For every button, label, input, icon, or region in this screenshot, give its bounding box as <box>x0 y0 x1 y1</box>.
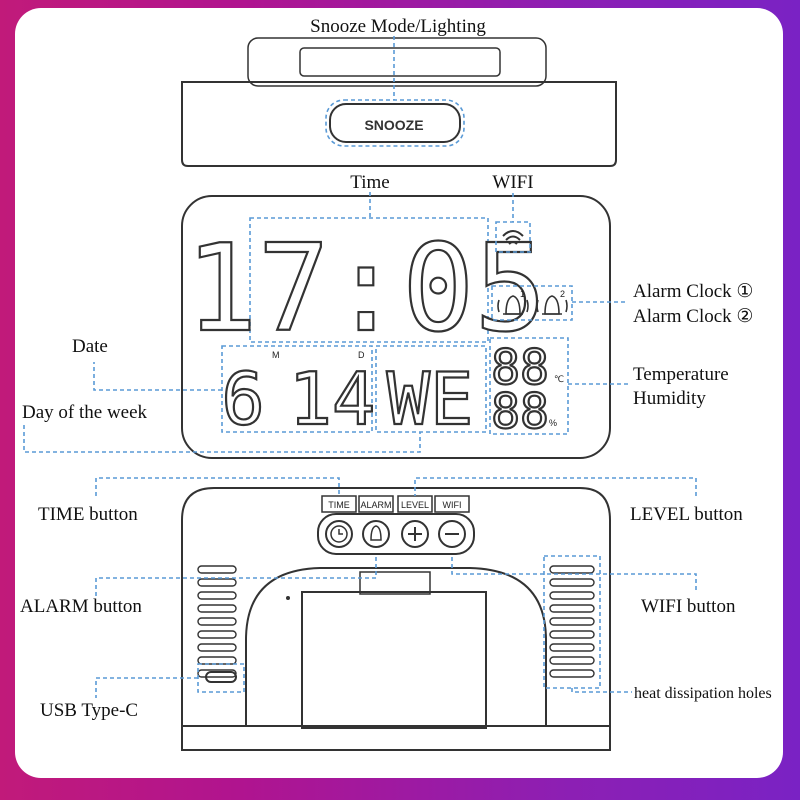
vent-slot <box>197 630 237 639</box>
display-frame <box>181 195 611 459</box>
vent-slot <box>549 669 595 678</box>
vent-slot <box>197 591 237 600</box>
wifi-minus-button[interactable] <box>438 520 466 548</box>
wifi-button-label-box <box>434 495 470 513</box>
wifi-label: WIFI <box>492 172 533 193</box>
alarm-bell-icon-2 <box>536 295 568 315</box>
temperature-unit: ℃ <box>554 374 564 384</box>
top-view: SNOOZE Snooze Mode/Lighting <box>181 16 617 167</box>
time-button-callout <box>95 477 340 496</box>
time-button-label-box <box>321 495 357 513</box>
alarm-callout-box <box>491 285 573 321</box>
alarm-2-index: 2 <box>560 289 565 299</box>
display-view: 17:05 Time WIFI 1 2 Alarm Clock ① <box>22 172 753 459</box>
bell-icon <box>370 525 382 541</box>
right-vent-holes <box>549 565 595 678</box>
vent-slot <box>197 617 237 626</box>
vent-slot <box>549 643 595 652</box>
vent-slot <box>549 565 595 574</box>
wifi-icon <box>502 230 524 245</box>
vent-callout <box>571 688 632 693</box>
vent-slot <box>197 643 237 652</box>
temp-humidity-callout-box <box>489 337 569 435</box>
weekday-callout-line <box>23 425 421 453</box>
date-label: Date <box>72 336 108 357</box>
top-lamp-inner <box>299 47 501 77</box>
alarm-bell-icon-1 <box>497 295 529 315</box>
day-marker: D <box>358 350 365 360</box>
alarm-clock-1-label: Alarm Clock ① <box>633 281 753 302</box>
humidity-segments: 88 <box>491 384 549 440</box>
usb-callout <box>95 677 198 698</box>
vent-slot <box>197 604 237 613</box>
back-base <box>181 725 611 751</box>
date-callout-box <box>221 345 373 433</box>
usb-c-port[interactable] <box>205 671 237 683</box>
time-callout-box <box>249 217 489 343</box>
alarm-button-label-box <box>358 495 394 513</box>
stand-frame <box>245 567 547 726</box>
alarm-button-caption: ALARM <box>360 500 391 510</box>
humidity-label: Humidity <box>633 388 706 409</box>
date-month-digit: 6 <box>221 357 264 441</box>
battery-cover <box>301 591 487 729</box>
vent-slot <box>197 656 237 665</box>
weekday-segments: WE <box>387 357 474 441</box>
snooze-button-label: SNOOZE <box>364 117 423 133</box>
time-button-label: TIME button <box>38 504 138 525</box>
time-button-caption: TIME <box>328 500 350 510</box>
vent-slot <box>549 591 595 600</box>
humidity-unit: % <box>549 418 557 428</box>
level-button-label: LEVEL button <box>630 504 743 525</box>
date-day-digits: 14 <box>289 357 376 441</box>
month-marker: M <box>272 350 280 360</box>
button-cluster <box>317 513 475 555</box>
wifi-button-caption: WIFI <box>443 500 462 510</box>
vent-callout-box <box>543 555 601 689</box>
temperature-label: Temperature <box>633 364 729 385</box>
diagram-card <box>15 8 783 778</box>
level-button-callout <box>414 477 697 496</box>
usb-callout-box <box>197 663 245 693</box>
button-labels: TIME ALARM LEVEL WIFI <box>321 495 470 513</box>
vent-slot <box>549 617 595 626</box>
alarm-clock-2-label: Alarm Clock ② <box>633 306 753 327</box>
level-plus-button[interactable] <box>401 520 429 548</box>
alarm-button[interactable] <box>362 520 390 548</box>
time-button[interactable] <box>325 520 353 548</box>
vent-slot <box>197 578 237 587</box>
day-of-week-label: Day of the week <box>22 402 148 423</box>
reset-hole <box>286 596 290 600</box>
plus-icon <box>408 527 422 541</box>
top-body <box>181 81 617 167</box>
snooze-callout-box <box>325 99 465 147</box>
time-digits: 17:05 <box>185 220 546 359</box>
stand-clip <box>359 571 431 595</box>
usb-label: USB Type-C <box>40 700 138 721</box>
snooze-button[interactable] <box>329 103 461 143</box>
back-body <box>181 487 611 726</box>
alarm-1-index: 1 <box>520 289 525 299</box>
vent-slot <box>549 604 595 613</box>
time-label: Time <box>350 172 389 193</box>
wifi-button-callout <box>451 554 697 590</box>
left-vent-holes <box>197 565 237 678</box>
clock-icon <box>330 525 348 543</box>
temperature-segments: 88 <box>491 340 549 396</box>
vent-slot <box>549 578 595 587</box>
vent-slot <box>197 669 237 678</box>
vent-slot <box>549 630 595 639</box>
top-lamp-bar <box>247 37 547 87</box>
alarm-button-label: ALARM button <box>20 596 142 617</box>
back-view: TIME ALARM LEVEL WIFI <box>20 477 772 751</box>
wifi-button-label: WIFI button <box>641 596 736 617</box>
snooze-mode-label: Snooze Mode/Lighting <box>310 16 486 37</box>
vent-slot <box>549 656 595 665</box>
heat-holes-label: heat dissipation holes <box>634 685 772 702</box>
alarm-button-callout <box>95 554 377 596</box>
level-button-caption: LEVEL <box>401 500 429 510</box>
vent-slot <box>197 565 237 574</box>
date-callout-line <box>93 362 222 391</box>
